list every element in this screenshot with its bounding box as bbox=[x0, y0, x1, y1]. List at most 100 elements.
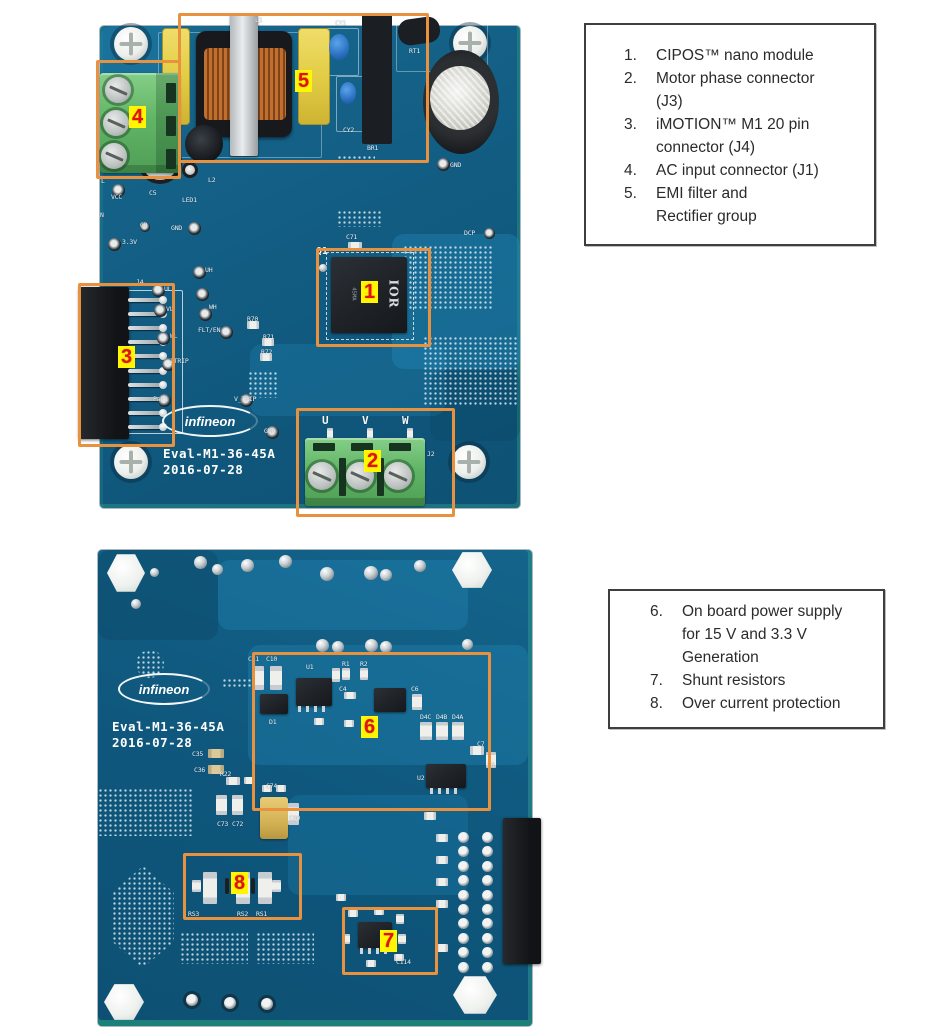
resistor-r72 bbox=[260, 353, 272, 361]
test-point bbox=[266, 426, 279, 439]
bridge-rectifier-br1 bbox=[362, 14, 392, 144]
smd-part bbox=[436, 900, 448, 908]
solder-joint bbox=[380, 569, 392, 581]
through-hole-pad bbox=[458, 918, 469, 929]
terminal-screw bbox=[103, 110, 129, 136]
logo-text: infineon bbox=[184, 413, 236, 429]
mount-screw bbox=[114, 27, 148, 61]
silk-label: D4B bbox=[436, 713, 448, 721]
pad-grid bbox=[423, 336, 518, 406]
annotation-box-6-power-supply bbox=[252, 652, 491, 811]
terminal-slot bbox=[166, 149, 176, 169]
pad-grid bbox=[112, 866, 174, 968]
capacitor-c13 bbox=[332, 668, 340, 682]
test-point bbox=[157, 332, 170, 345]
silk-label: N bbox=[100, 211, 104, 219]
ic-u1 bbox=[296, 678, 332, 706]
smd-part bbox=[436, 834, 448, 842]
through-hole-pad bbox=[482, 832, 493, 843]
smd-part bbox=[366, 960, 376, 967]
header-pin bbox=[128, 367, 167, 375]
legend-item-number: 7. bbox=[650, 672, 663, 689]
terminal-slot bbox=[166, 83, 176, 103]
terminal-slot bbox=[313, 443, 335, 451]
annotation-number: 8 bbox=[231, 872, 249, 894]
board-date: 2016-07-28 bbox=[163, 462, 244, 477]
test-point bbox=[108, 238, 121, 251]
silk-label: Par1 bbox=[153, 395, 168, 403]
capacitor-c80 bbox=[288, 803, 299, 825]
regulator-u2 bbox=[426, 764, 466, 788]
solder-joint bbox=[131, 599, 141, 609]
smd-part bbox=[336, 894, 346, 901]
silk-label: C71 bbox=[346, 233, 358, 241]
legend-item: 6.On board power supply for 15 V and 3.3… bbox=[650, 600, 879, 669]
silk-label: GND bbox=[171, 224, 183, 232]
capacitor-c72 bbox=[232, 795, 243, 815]
terminal-pin bbox=[367, 428, 373, 440]
smd-part bbox=[424, 812, 436, 820]
terminal-screw bbox=[105, 77, 131, 103]
silk-label: ITRIP bbox=[170, 357, 189, 365]
through-hole-pad bbox=[482, 933, 493, 944]
silk-label: R72 bbox=[261, 348, 273, 356]
copper-pour bbox=[250, 344, 445, 416]
ic-pins bbox=[360, 948, 390, 954]
legend-item: 5.EMI filter and Rectifier group bbox=[624, 182, 868, 228]
bulk-capacitor-top bbox=[430, 66, 490, 130]
legend-item: 1.CIPOS™ nano module bbox=[624, 44, 868, 67]
silk-label: RT1 bbox=[409, 47, 421, 55]
through-hole-pad bbox=[482, 947, 493, 958]
header-pin bbox=[128, 409, 167, 417]
through-hole-pad bbox=[482, 918, 493, 929]
legend-item-number: 8. bbox=[650, 695, 663, 712]
silk-label: C74 bbox=[266, 782, 278, 790]
annotation-number: 3 bbox=[118, 346, 136, 368]
infineon-logo: infineon bbox=[162, 405, 258, 437]
through-hole-pad bbox=[458, 832, 469, 843]
resistor-r22 bbox=[226, 777, 240, 785]
smd-part bbox=[251, 878, 255, 894]
silk-label: FLT/EN bbox=[198, 326, 221, 334]
test-point bbox=[188, 222, 201, 235]
test-point bbox=[193, 266, 206, 279]
annotation-box-2-motor-phase bbox=[296, 408, 455, 517]
silk-label: L bbox=[101, 177, 105, 185]
solder-joint bbox=[365, 639, 378, 652]
capacitor-c11 bbox=[252, 666, 264, 690]
terminal-screw bbox=[384, 462, 412, 490]
capacitor-c35 bbox=[208, 749, 224, 758]
solder-pad bbox=[261, 998, 273, 1010]
solder-pad bbox=[186, 994, 198, 1006]
header-pin bbox=[128, 296, 167, 304]
legend-item-text: CIPOS™ nano module bbox=[656, 47, 814, 64]
silk-label: VL bbox=[166, 305, 174, 313]
solder-joint bbox=[320, 567, 334, 581]
silk-label: R22 bbox=[220, 770, 232, 778]
silk-label: 3.3V bbox=[122, 238, 137, 246]
silk-label: C5 bbox=[149, 189, 157, 197]
silk-label: LED1 bbox=[182, 196, 197, 204]
silk-label: C7 bbox=[477, 740, 485, 748]
smd-part bbox=[244, 777, 254, 784]
legend-item-number: 2. bbox=[624, 70, 637, 87]
capacitor-c71 bbox=[348, 242, 362, 250]
test-point bbox=[162, 358, 175, 371]
silk-label: DCP bbox=[464, 229, 476, 237]
diode-d1 bbox=[260, 694, 288, 714]
legend-item-text: Shunt resistors bbox=[682, 672, 786, 689]
led1-body bbox=[182, 162, 198, 178]
silk-label: C36 bbox=[194, 766, 206, 774]
pad-grid bbox=[337, 210, 383, 227]
terminal-divider bbox=[339, 458, 346, 496]
board-model: Eval-M1-36-45A bbox=[112, 719, 225, 734]
annotation-number: 6 bbox=[361, 716, 379, 738]
terminal-pin bbox=[327, 428, 333, 440]
smd-part bbox=[344, 720, 354, 727]
resistor-r1 bbox=[342, 668, 350, 680]
disc-capacitor-cy2 bbox=[340, 82, 356, 104]
hex-standoff bbox=[104, 984, 144, 1020]
silk-label: CY2 bbox=[343, 126, 355, 134]
silk-label: R70 bbox=[247, 315, 259, 323]
legend-box-bottom: 6.On board power supply for 15 V and 3.3… bbox=[608, 589, 885, 729]
